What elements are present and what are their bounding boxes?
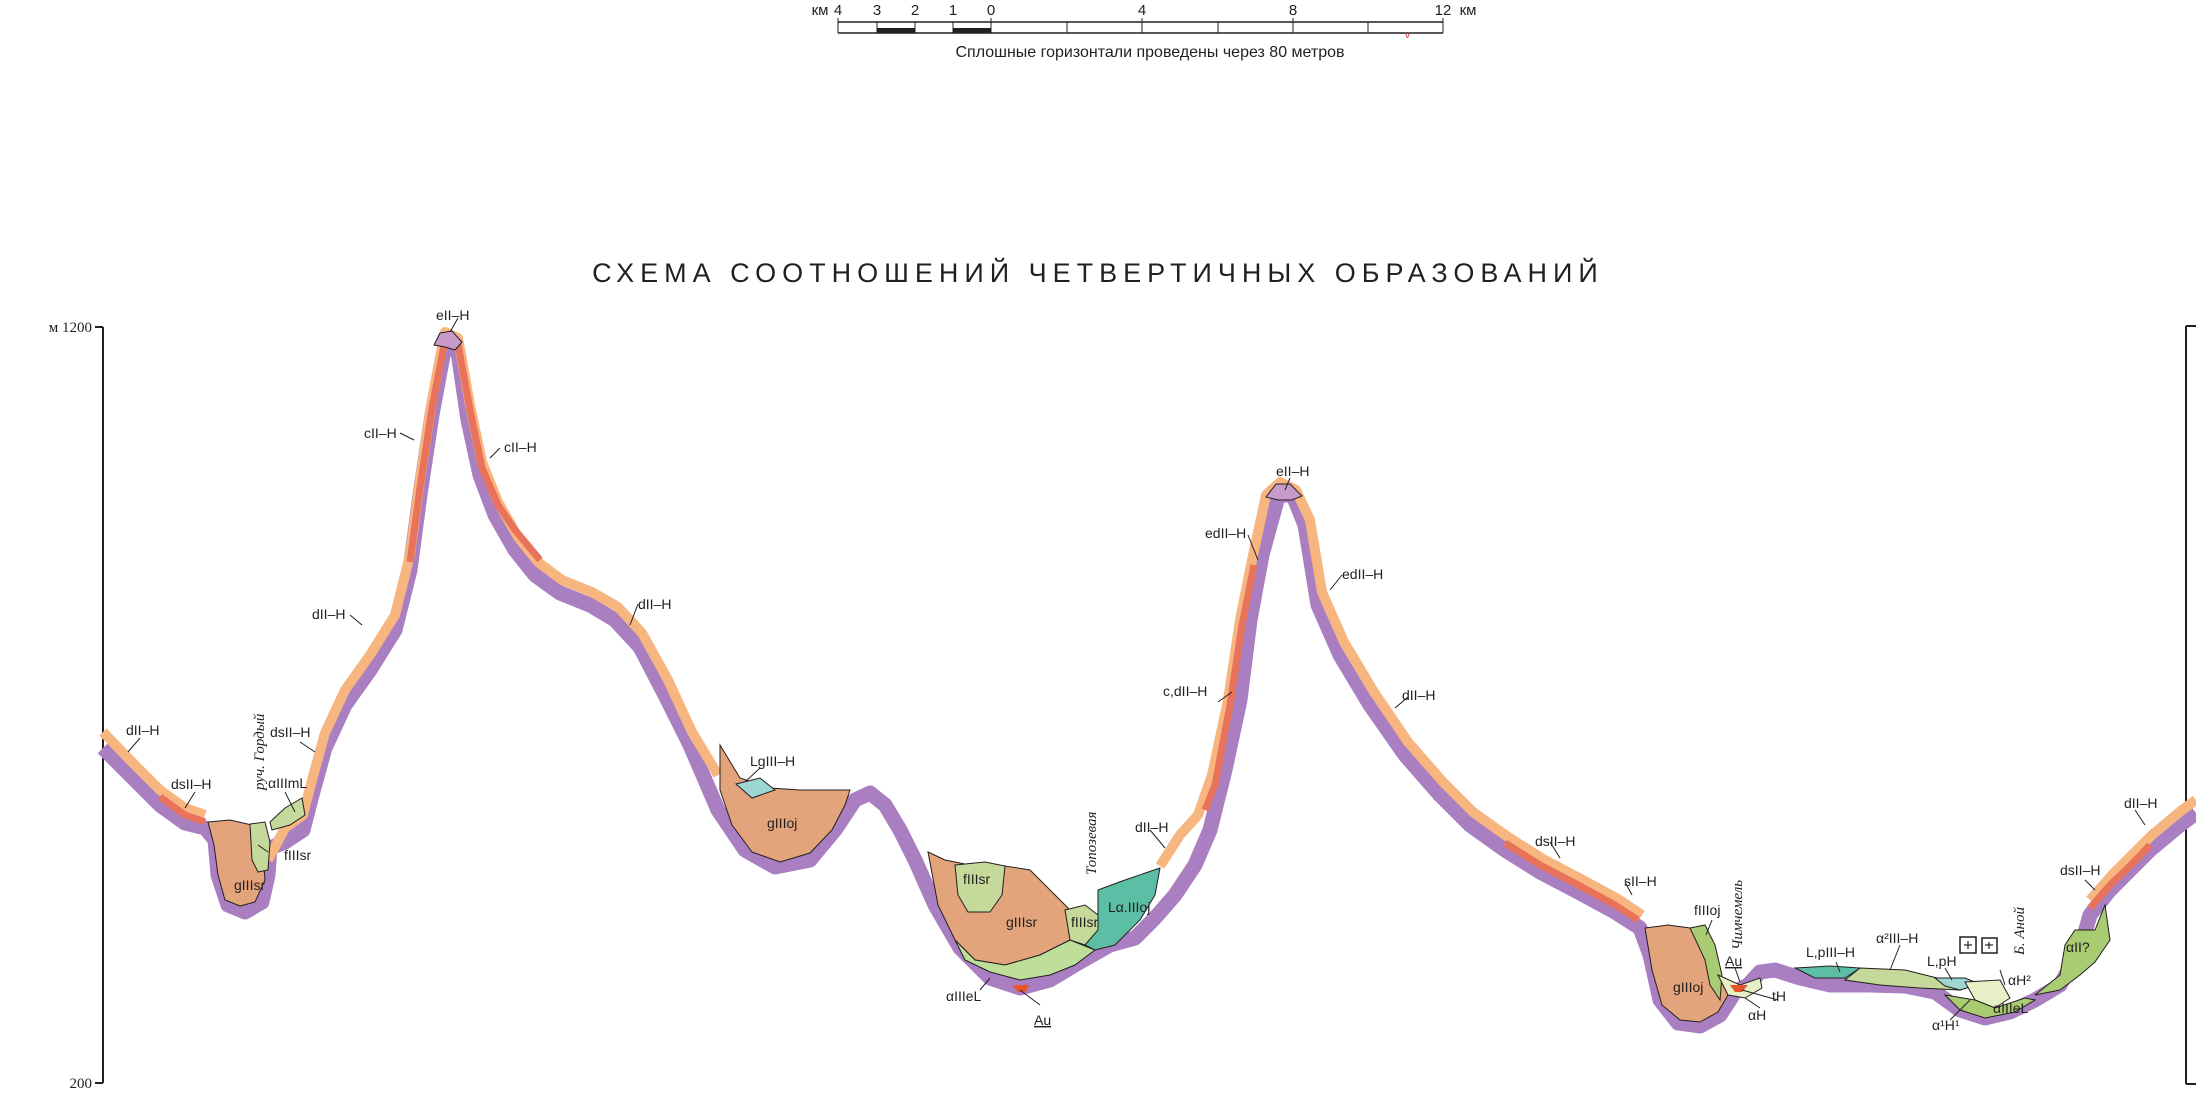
scale-tick-label: 8 — [1288, 2, 1298, 19]
unit-label: α²III–H — [1876, 930, 1918, 946]
gold-placer-1 — [1012, 985, 1030, 992]
unit-label: gIIIsr — [1006, 914, 1037, 930]
scale-unit-right: км — [1459, 2, 1477, 19]
unit-label: dsII–H — [270, 724, 310, 740]
fluvioglacial-fill-chimchemel — [1689, 924, 1723, 1002]
unit-label: αIIIeL — [1993, 1000, 2029, 1016]
unit-label: fIIIoj — [1694, 902, 1720, 918]
scale-tick-label: 1 — [948, 2, 958, 19]
axis-bottom-label: 200 — [70, 1076, 93, 1092]
unit-label: eII–H — [436, 307, 469, 323]
eluvium-cap-2 — [1265, 483, 1303, 501]
unit-label: cII–H — [504, 439, 537, 455]
alluvium-fill-toposeva — [954, 939, 1097, 981]
unit-label: cII–H — [364, 425, 397, 441]
scale-tick-label: 2 — [910, 2, 920, 19]
unit-label: fIIIsr — [963, 871, 991, 887]
fluvioglacial-lens-toposeva — [954, 861, 1006, 913]
leader-lines — [127, 317, 2146, 1021]
unit-label: dII–H — [638, 596, 671, 612]
unit-label: dsII–H — [1535, 833, 1575, 849]
alluvium-terrace-gordy — [269, 797, 306, 831]
bedrock-layer — [97, 337, 2196, 1034]
unit-label: sII–H — [1624, 873, 1657, 889]
cross-in-square-icon — [1981, 937, 1998, 954]
alluvium-fill-anoy — [1943, 994, 2037, 1019]
unit-label: dII–H — [312, 606, 345, 622]
unit-label: αIIIeL — [946, 988, 982, 1004]
unit-label: Au — [1034, 1012, 1051, 1028]
diagram-title: СХЕМА СООТНОШЕНИЙ ЧЕТВЕРТИЧНЫХ ОБРАЗОВАН… — [592, 258, 1604, 288]
alluvium-low-terrace — [1964, 979, 2011, 1009]
lake-lens-middle — [734, 777, 777, 799]
unit-label: Lα.IIIoj — [1108, 899, 1150, 915]
unit-label: dsII–H — [171, 776, 211, 792]
axis-top-label: м 1200 — [49, 320, 92, 336]
unit-label: c,dII–H — [1163, 683, 1207, 699]
cross-in-square-icon — [1959, 936, 1977, 954]
right-frame-bracket — [2185, 325, 2196, 1085]
unit-labels: dII–H dsII–H gIIIsr fIIIsr dsII–H αIIImL… — [126, 307, 2157, 1033]
alluvium-terrace-right — [1843, 967, 1962, 991]
unit-label: dII–H — [1402, 687, 1435, 703]
scale-bar: v км 4 3 2 1 0 4 8 12 км Сплошные горизо… — [800, 0, 1500, 80]
unit-label: α¹H¹ — [1932, 1017, 1960, 1033]
lacustrine-fill-toposeva — [1084, 867, 1161, 951]
scale-caption: Сплошные горизонтали проведены через 80 … — [955, 44, 1345, 61]
scale-tick-label: 4 — [833, 2, 843, 19]
scale-tick-label: 0 — [986, 2, 996, 19]
scale-unit-left: км — [811, 2, 829, 19]
unit-label: dII–H — [2124, 795, 2157, 811]
unit-label: Au — [1725, 953, 1742, 969]
unit-label: αII? — [2066, 939, 2090, 955]
river-label-toposeva: Топозевая — [1084, 811, 1100, 875]
scale-tick-label: 3 — [872, 2, 882, 19]
unit-label: αIIImL — [268, 775, 307, 791]
unit-label: dII–H — [126, 722, 159, 738]
lake-fill-right — [1793, 965, 1862, 979]
unit-label: fIIIsr — [1071, 914, 1099, 930]
unit-label: edII–H — [1205, 525, 1246, 541]
eluvium-cap-1 — [433, 330, 463, 351]
unit-label: αH² — [2008, 972, 2031, 988]
colluvium-strip — [157, 339, 2153, 923]
scale-ruler: v — [837, 18, 1444, 41]
scale-tick-label: 4 — [1137, 2, 1147, 19]
unit-label: tH — [1772, 988, 1786, 1004]
river-label-gordy: руч. Гордый — [252, 713, 268, 791]
scale-tick-label: 12 — [1434, 2, 1452, 19]
elevation-axis: м 1200 200 — [49, 320, 104, 1092]
unit-label: LgIII–H — [750, 753, 795, 769]
alluvium-high-terrace — [2034, 903, 2111, 996]
unit-label: L,pH — [1927, 953, 1957, 969]
river-label-anoy: Б. Аной — [2012, 907, 2028, 956]
svg-text:v: v — [1405, 30, 1410, 40]
unit-label: gIIIoj — [767, 815, 797, 831]
unit-label: gIIIsr — [234, 877, 265, 893]
unit-label: fIIIsr — [284, 847, 312, 863]
river-label-chimchemel: Чимчемель — [1730, 880, 1746, 950]
unit-label: αH — [1748, 1007, 1766, 1023]
unit-label: eII–H — [1276, 463, 1309, 479]
unit-label: gIIIoj — [1673, 979, 1703, 995]
unit-label: L,pIII–H — [1806, 944, 1855, 960]
unit-label: edII–H — [1342, 566, 1383, 582]
unit-label: dII–H — [1135, 819, 1168, 835]
unit-label: dsII–H — [2060, 862, 2100, 878]
